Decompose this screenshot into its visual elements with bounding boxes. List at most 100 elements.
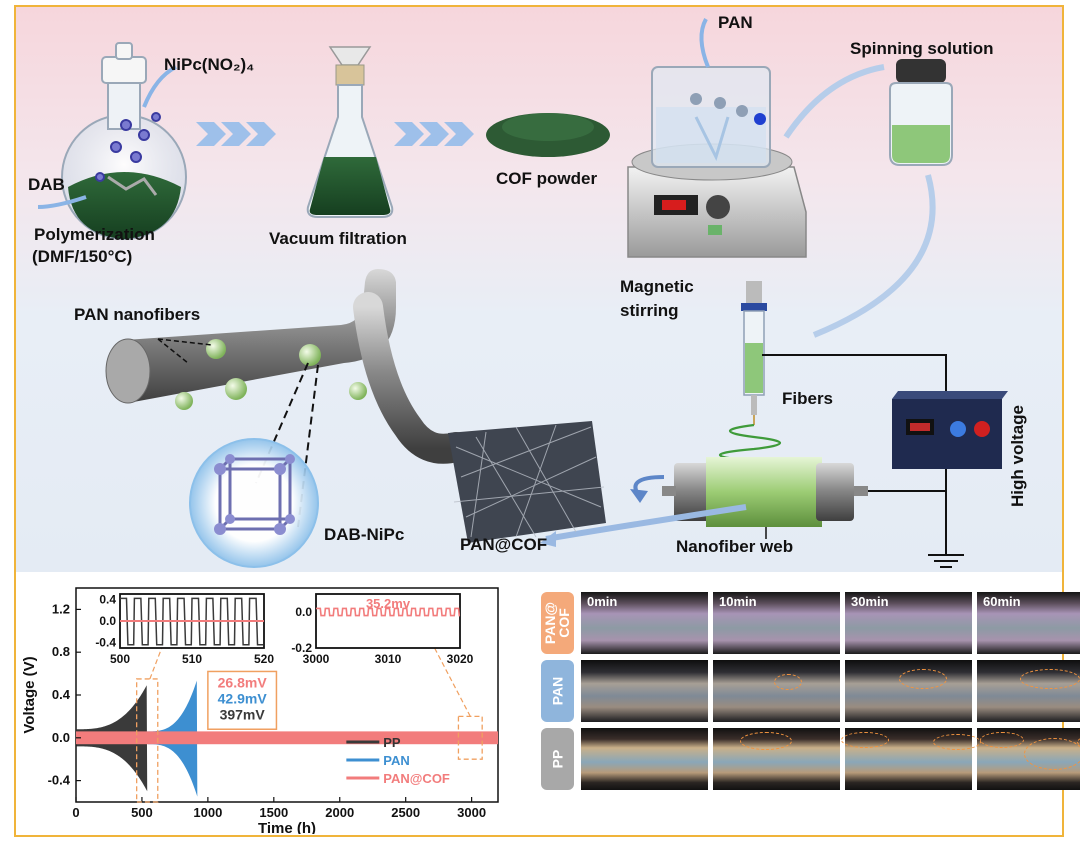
legend-label: PAN@COF — [383, 771, 450, 786]
callout-value: 26.8mV — [218, 674, 268, 690]
micrograph-time-label: 60min — [983, 594, 1021, 609]
vacuum-filtration-label: Vacuum filtration — [269, 229, 407, 248]
dendrite-highlight — [774, 674, 802, 690]
reaction-flask-icon — [61, 42, 187, 240]
inset1-x-tick: 500 — [110, 652, 130, 666]
nipc-label: NiPc(NO₂)₄ — [164, 55, 255, 74]
x-tick-label: 1500 — [259, 805, 288, 820]
fibers-label: Fibers — [782, 389, 834, 408]
nanofiber-mat-icon — [448, 421, 606, 543]
voltage-chart: 0 500 1000 1500 2000 2500 3000 -0.4 0.0 0.4 0.8 1.2… — [21, 587, 499, 834]
dendrite-highlight — [933, 734, 981, 750]
micrograph-image — [977, 592, 1080, 654]
magnetic-stirring-label-1: Magnetic — [620, 277, 694, 296]
syringe-icon — [741, 281, 767, 425]
arrow-to-solution — [783, 64, 885, 139]
micrograph-image — [581, 728, 708, 790]
dendrite-highlight — [740, 731, 792, 750]
x-tick-label: 2500 — [391, 805, 420, 820]
dendrite-highlight — [899, 669, 947, 689]
micrograph-image — [845, 592, 972, 654]
micrograph-time-label: 10min — [719, 594, 757, 609]
row-tag-line: PAN — [549, 676, 566, 706]
y-tick-label: 1.2 — [52, 601, 70, 616]
inset2-x-tick: 3010 — [375, 652, 402, 666]
schematic-art — [37, 18, 1008, 568]
cof-powder-label: COF powder — [496, 169, 598, 188]
y-tick-label: 0.0 — [52, 730, 70, 745]
process-schematic: NiPc(NO₂)₄ DAB Polymerization (DMF/150°C… — [16, 7, 1062, 572]
magnetic-stirrer-icon — [627, 66, 807, 258]
micrograph-image — [845, 660, 972, 722]
dendrite-highlight — [980, 732, 1024, 748]
inset1-y-tick: 0.4 — [99, 592, 116, 606]
callout-box — [207, 670, 278, 730]
micrograph-image — [581, 592, 708, 654]
inset2-x-tick: 3020 — [447, 652, 474, 666]
vacuum-flask-icon — [306, 46, 394, 218]
row-tag-line: COF — [556, 608, 573, 638]
x-tick-label: 3000 — [457, 805, 486, 820]
row-tag: PP — [541, 728, 574, 790]
row-tag: PAN@COF — [541, 592, 574, 654]
micrograph-image — [713, 660, 840, 722]
results-panel: 0 500 1000 1500 2000 2500 3000 -0.4 0.0 0.4 0.8 1.2… — [16, 574, 1080, 835]
inset2-annotation: 35.2mv — [366, 596, 411, 611]
polymerization-label: Polymerization — [34, 225, 155, 244]
dendrite-highlight — [841, 732, 889, 748]
cof-structure-icon — [189, 438, 319, 568]
series-pancof-line — [76, 731, 498, 745]
high-voltage-label: High voltage — [1008, 404, 1027, 507]
nanofiber-web-label: Nanofiber web — [676, 537, 794, 556]
chevron-arrows-2-icon — [394, 122, 474, 146]
micrograph-image — [581, 660, 708, 722]
x-tick-label: 1000 — [193, 805, 222, 820]
highlight-box-early — [136, 678, 159, 803]
legend-label: PP — [383, 735, 401, 750]
arrow-to-syringe — [812, 174, 936, 338]
dab-label: DAB — [28, 175, 65, 194]
row-tag-line: PP — [549, 749, 566, 769]
x-tick-label: 2000 — [325, 805, 354, 820]
legend-label: PAN — [383, 753, 409, 768]
callout-value: 397mV — [220, 706, 266, 722]
inset1-y-tick: -0.4 — [95, 636, 116, 650]
arrow-pan — [699, 18, 710, 68]
pancof-label: PAN@COF — [460, 535, 548, 554]
nanofiber-tube-icon — [105, 269, 471, 464]
inset1-x-tick: 520 — [254, 652, 274, 666]
arrow-to-pancof — [545, 504, 747, 542]
inset2-y-tick: 0.0 — [295, 605, 312, 619]
inset2-x-tick: 3000 — [303, 652, 330, 666]
inset1-y-tick: 0.0 — [99, 614, 116, 628]
y-tick-label: 0.8 — [52, 644, 70, 659]
y-tick-label: -0.4 — [48, 773, 71, 788]
micrograph-time-label: 30min — [851, 594, 889, 609]
cof-particles-icon — [175, 339, 367, 410]
magnetic-stirring-label-2: stirring — [620, 301, 679, 320]
chevron-arrows-1-icon — [196, 122, 276, 146]
spinning-solution-label: Spinning solution — [850, 39, 994, 58]
polymerization-condition: (DMF/150°C) — [32, 247, 133, 266]
solution-bottle-icon — [889, 59, 953, 166]
dab-nipc-label: DAB-NiPc — [324, 525, 405, 544]
pan-nanofibers-label: PAN nanofibers — [74, 305, 201, 324]
highlight-box-late — [457, 715, 483, 760]
inset1-x-tick: 510 — [182, 652, 202, 666]
inset2-plot-area — [315, 593, 461, 649]
inset2-pancof-trace — [316, 607, 461, 617]
collector-drum-icon — [662, 457, 868, 527]
x-axis-label: Time (h) — [258, 820, 316, 834]
micrograph-time-label: 0min — [587, 594, 618, 609]
y-tick-label: 0.4 — [52, 687, 71, 702]
micrograph-image — [713, 592, 840, 654]
callout-value: 42.9mV — [218, 690, 268, 706]
pan-label: PAN — [718, 13, 753, 32]
x-tick-label: 0 — [72, 805, 79, 820]
y-axis-label: Voltage (V) — [21, 656, 38, 733]
x-tick-label: 500 — [131, 805, 153, 820]
high-voltage-box-icon — [892, 391, 1008, 469]
arrow-nipc — [142, 65, 177, 108]
row-tag: PAN — [541, 660, 574, 722]
arrow-dab — [37, 195, 87, 209]
